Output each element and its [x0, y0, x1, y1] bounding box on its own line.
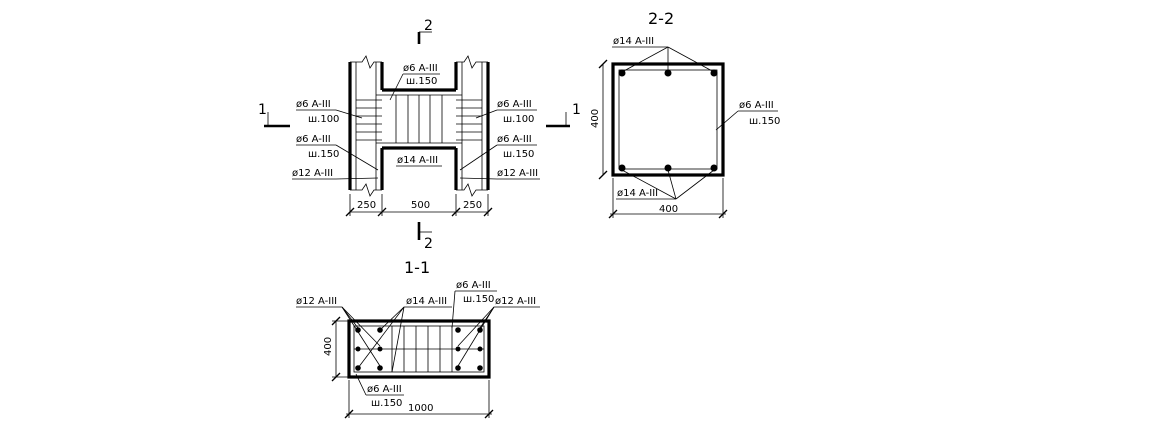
rebar-dot [377, 346, 383, 352]
section-2-2-top-label: ø14 A-III [613, 36, 654, 47]
section-1-1-stirrups [391, 326, 453, 372]
plan-center-top-label-b: ш.150 [406, 76, 437, 87]
rebar-dot [710, 164, 718, 172]
cut-2-bottom-label: 2 [424, 236, 433, 252]
section-1-1-bottom-label-b: ш.150 [371, 398, 402, 409]
plan-left-top-label-b: ш.100 [308, 114, 339, 125]
leader [357, 306, 405, 369]
section-1-1: 1-1 ø12 A-III ø14 A-III [296, 258, 540, 419]
rebar-dot [664, 164, 672, 172]
rebar-dot [377, 365, 383, 371]
leader [341, 306, 381, 367]
plan-stirrups-right [456, 99, 482, 141]
plan-view: 2 2 1 1 ø6 A-III ш.100 ø6 A-III ш.150 ø1… [258, 18, 581, 252]
rebar-dot [477, 346, 483, 352]
dim-tick [345, 207, 355, 217]
cut-1-right-label: 1 [572, 102, 581, 118]
rebar-dot [355, 327, 361, 333]
leader [621, 46, 669, 73]
plan-right-top-label-b: ш.100 [503, 114, 534, 125]
section-1-1-stirrup-label-b: ш.150 [463, 294, 494, 305]
plan-left-bot-label: ø12 A-III [292, 168, 333, 179]
plan-center-top-label-a: ø6 A-III [403, 63, 438, 74]
leader [341, 306, 381, 347]
rebar-dot [618, 164, 626, 172]
plan-left-top-label-a: ø6 A-III [296, 99, 331, 110]
section-2-2-stirrup [618, 69, 718, 170]
cut-1-left-label: 1 [258, 102, 267, 118]
break-mark [350, 183, 382, 197]
plan-right-mid-label-a: ø6 A-III [497, 134, 532, 145]
section-2-2-bottom-label: ø14 A-III [617, 188, 658, 199]
dim-tick [598, 170, 608, 180]
section-2-2-outline [611, 62, 725, 177]
section-2-2-stirrup-label-b: ш.150 [749, 116, 780, 127]
section-1-1-stirrup-label-a: ø6 A-III [456, 280, 491, 291]
rebar-dot [455, 365, 461, 371]
break-mark [350, 55, 382, 69]
leader [379, 306, 405, 331]
leader [335, 109, 363, 119]
dim-tick [344, 409, 354, 419]
section-1-1-title: 1-1 [404, 258, 430, 277]
break-mark [456, 55, 488, 69]
section-2-2-title: 2-2 [648, 9, 674, 28]
cut-2-top-label: 2 [424, 18, 433, 34]
plan-right-mid-label-b: ш.150 [503, 149, 534, 160]
dim-tick [331, 316, 341, 326]
section-2-2: 2-2 ø14 A-III ø6 A-III ш.150 ø14 A-III 4… [590, 9, 780, 219]
section-1-1-center-label: ø14 A-III [406, 296, 447, 307]
rebar-dot [355, 346, 361, 352]
plan-right-top-label-a: ø6 A-III [497, 99, 532, 110]
leader [475, 109, 498, 119]
plan-left-mid-label-b: ш.150 [308, 149, 339, 160]
rebar-dot [455, 327, 461, 333]
section-2-2-dim-height: 400 [590, 109, 601, 128]
rebar-dot [477, 365, 483, 371]
dim-tick [598, 59, 608, 69]
section-1-1-outline [347, 319, 491, 379]
leader [391, 306, 405, 373]
rebar-dot [664, 69, 672, 77]
leader [667, 169, 677, 200]
leader [451, 290, 456, 329]
leader [335, 177, 379, 180]
plan-left-mid-label-a: ø6 A-III [296, 134, 331, 145]
dim-tick [718, 209, 728, 219]
section-2-2-dim-width: 400 [659, 204, 678, 215]
section-1-1-dim-width: 1000 [408, 403, 433, 414]
leader [459, 144, 498, 171]
leader [621, 169, 677, 200]
section-2-2-stirrup-label-a: ø6 A-III [739, 100, 774, 111]
leader [457, 306, 495, 347]
section-1-1-right-label: ø12 A-III [495, 296, 536, 307]
dim-tick [377, 207, 387, 217]
plan-dim-right: 250 [463, 200, 482, 211]
break-mark [456, 183, 488, 197]
dim-tick [331, 372, 341, 382]
leader [335, 144, 379, 171]
leader [389, 73, 404, 101]
dim-tick [483, 207, 493, 217]
leader [355, 373, 367, 396]
leader [715, 110, 739, 131]
dim-tick [484, 409, 494, 419]
leader [667, 46, 715, 73]
dim-tick [608, 209, 618, 219]
plan-dim-center: 500 [411, 200, 430, 211]
plan-center-mid-label: ø14 A-III [397, 155, 438, 166]
leader [675, 169, 715, 200]
plan-right-bot-label: ø12 A-III [497, 168, 538, 179]
plan-stirrups-left [356, 99, 382, 141]
section-1-1-dim-height: 400 [323, 337, 334, 356]
leader [459, 177, 498, 180]
plan-dim-left: 250 [357, 200, 376, 211]
dim-tick [451, 207, 461, 217]
section-1-1-bottom-label-a: ø6 A-III [367, 384, 402, 395]
section-1-1-left-label: ø12 A-III [296, 296, 337, 307]
leader [457, 306, 495, 367]
plan-stirrups-center [395, 95, 443, 143]
rebar-dot [455, 346, 461, 352]
